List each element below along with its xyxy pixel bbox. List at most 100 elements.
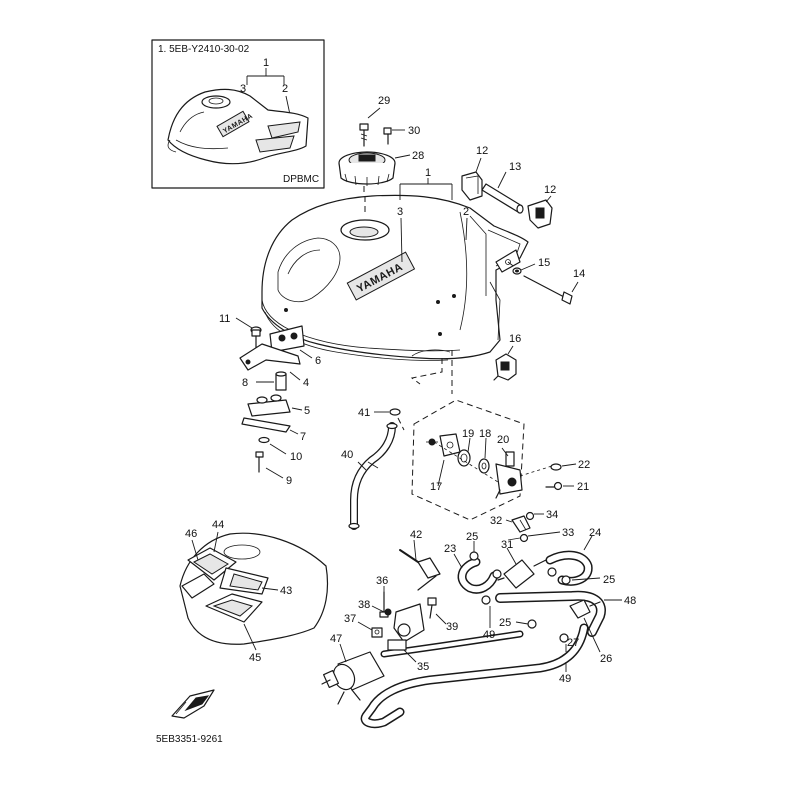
part-label-26: 26 — [600, 653, 612, 665]
part-label-45: 45 — [249, 652, 261, 664]
collar-8 — [275, 371, 287, 391]
part-label-49b: 49 — [559, 673, 571, 685]
inset-filler-cap — [201, 95, 231, 109]
screw-33 — [507, 533, 529, 543]
plate-gasket — [439, 433, 461, 457]
clamp-25-b — [527, 619, 537, 629]
pad-46 — [181, 573, 215, 599]
washer-22 — [550, 463, 562, 471]
part-label-10: 10 — [290, 451, 302, 463]
nut-37 — [371, 627, 383, 638]
inset-decal-lower — [255, 135, 295, 153]
part-label-15: 15 — [538, 257, 550, 269]
part-label-25c: 25 — [603, 574, 615, 586]
part-label-35: 35 — [417, 661, 429, 673]
bolt-14 — [523, 275, 573, 305]
part-label-33: 33 — [562, 527, 574, 539]
rear-mount-parts: 12 13 12 15 14 — [461, 145, 585, 305]
screw-21 — [545, 481, 563, 491]
part-label-44: 44 — [212, 519, 224, 531]
part-label-46: 46 — [185, 528, 197, 540]
part-label-1: 1 — [425, 167, 431, 179]
clip-32 — [511, 515, 531, 533]
part-label-6: 6 — [315, 355, 321, 367]
footer-code: 5EB3351-9261 — [156, 734, 223, 745]
fuel-pump-47 — [321, 651, 385, 705]
washer-15 — [512, 267, 522, 275]
part-label-12b: 12 — [544, 184, 556, 196]
part-label-36: 36 — [376, 575, 388, 587]
part-label-48: 48 — [624, 595, 636, 607]
part-label-37: 37 — [344, 613, 356, 625]
collar-13 — [481, 183, 524, 214]
part-label-47: 47 — [330, 633, 342, 645]
filler-cap-assembly: 28 29 30 — [338, 95, 424, 186]
part-label-22: 22 — [578, 459, 590, 471]
o-ring-18 — [478, 458, 490, 474]
part-label-7: 7 — [300, 431, 306, 443]
part-label-40: 40 — [341, 449, 353, 461]
part-label-13: 13 — [509, 161, 521, 173]
part-label-12a: 12 — [476, 145, 488, 157]
part-label-17: 17 — [430, 481, 442, 493]
part-label-30: 30 — [408, 125, 420, 137]
part-label-42: 42 — [410, 529, 422, 541]
fuel-cock-assembly — [426, 433, 563, 499]
bolt-30 — [383, 127, 392, 145]
clamp-27 — [559, 633, 569, 643]
part-label-31: 31 — [501, 539, 513, 551]
part-label-14: 14 — [573, 268, 585, 280]
inset-code: DPBMC — [283, 174, 319, 185]
damper-12-right — [527, 199, 553, 229]
hose-40 — [348, 422, 398, 530]
part-label-25a: 25 — [466, 531, 478, 543]
part-label-32: 32 — [490, 515, 502, 527]
clip-41 — [389, 408, 401, 416]
bracket-16 — [493, 353, 517, 381]
part-label-41: 41 — [358, 407, 370, 419]
hose-42 — [399, 549, 441, 591]
part-label-20: 20 — [497, 434, 509, 446]
part-label-25b: 25 — [499, 617, 511, 629]
damper-5 — [247, 394, 291, 417]
bolt-38 — [384, 608, 392, 616]
part-label-2: 2 — [463, 206, 469, 218]
damper-12-left — [461, 171, 483, 201]
inset-label-3: 3 — [240, 83, 246, 95]
part-label-39: 39 — [446, 621, 458, 633]
tank-rear-bracket — [495, 249, 521, 273]
inset-panel: 1. 5EB-Y2410-30-02 DPBMC 1 3 2 YAMAHA — [151, 39, 325, 189]
front-direction-arrow-icon — [171, 689, 215, 719]
washer-10 — [258, 436, 270, 444]
plate-7 — [241, 417, 291, 433]
front-mount-stack: 11 6 4 8 5 7 — [219, 313, 321, 487]
clamp-25-a — [469, 551, 479, 561]
part-label-18: 18 — [479, 428, 491, 440]
part-label-16: 16 — [509, 333, 521, 345]
inset-label-2: 2 — [282, 83, 288, 95]
bolt-9 — [255, 451, 264, 473]
inset-logo-plate — [216, 110, 250, 138]
joint-26 — [569, 599, 601, 619]
part-label-34: 34 — [546, 509, 558, 521]
fuel-cock-20 — [495, 451, 523, 499]
bolt-34 — [525, 511, 535, 521]
part-label-49a: 49 — [483, 629, 495, 641]
part-label-27: 27 — [567, 637, 579, 649]
tank-to-hose-dash — [410, 358, 443, 385]
bolt-39 — [427, 597, 437, 619]
strainer-19 — [457, 449, 471, 467]
inset-label-1: 1 — [263, 57, 269, 69]
part-label-5: 5 — [304, 405, 310, 417]
stay-4 — [239, 343, 301, 371]
pump-bracket-35 — [387, 603, 425, 651]
part-label-29: 29 — [378, 95, 390, 107]
part-label-43: 43 — [280, 585, 292, 597]
part-label-8: 8 — [242, 377, 248, 389]
fuel-tank: YAMAHA — [261, 186, 529, 361]
screw-17-head — [426, 438, 438, 446]
inset-frame — [151, 39, 325, 189]
part-label-28: 28 — [412, 150, 424, 162]
clamp-25-c — [561, 575, 571, 585]
